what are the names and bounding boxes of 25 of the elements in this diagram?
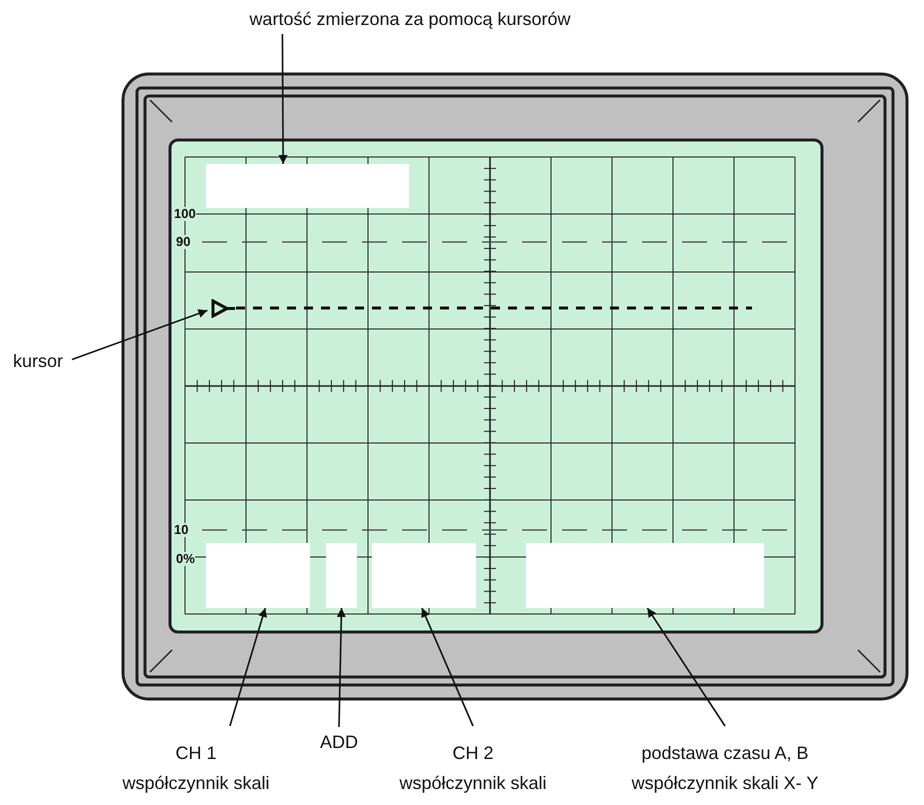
cursor-marker-icon (211, 299, 235, 318)
scale-label: 100 (174, 207, 196, 221)
leader-line (336, 608, 346, 728)
leader-line (229, 608, 267, 726)
scale-label: 0% (176, 552, 195, 566)
readout-field (206, 164, 409, 208)
leader-line (278, 34, 288, 164)
readout-field (372, 543, 476, 608)
scale-label: 10 (174, 523, 188, 537)
callout-text: CH 2 (451, 742, 494, 765)
callout-text: ADD (318, 731, 359, 754)
leader-line (72, 309, 208, 360)
leader-line (646, 608, 726, 726)
callout-text: współczynnik skali (121, 772, 271, 795)
callout-text: kursor (12, 350, 64, 373)
leader-line (421, 608, 474, 726)
readout-field (206, 543, 310, 608)
scale-label: 90 (176, 235, 190, 249)
callout-text: CH 1 (174, 742, 218, 765)
callout-text: wartość zmierzona za pomocą kursorów (248, 8, 572, 31)
readout-field (326, 543, 357, 608)
callout-text: współczynnik skali X- Y (630, 772, 820, 795)
callout-text: podstawa czasu A, B (640, 742, 810, 765)
readout-field (526, 543, 764, 608)
callout-text: współczynnik skali (398, 772, 548, 795)
